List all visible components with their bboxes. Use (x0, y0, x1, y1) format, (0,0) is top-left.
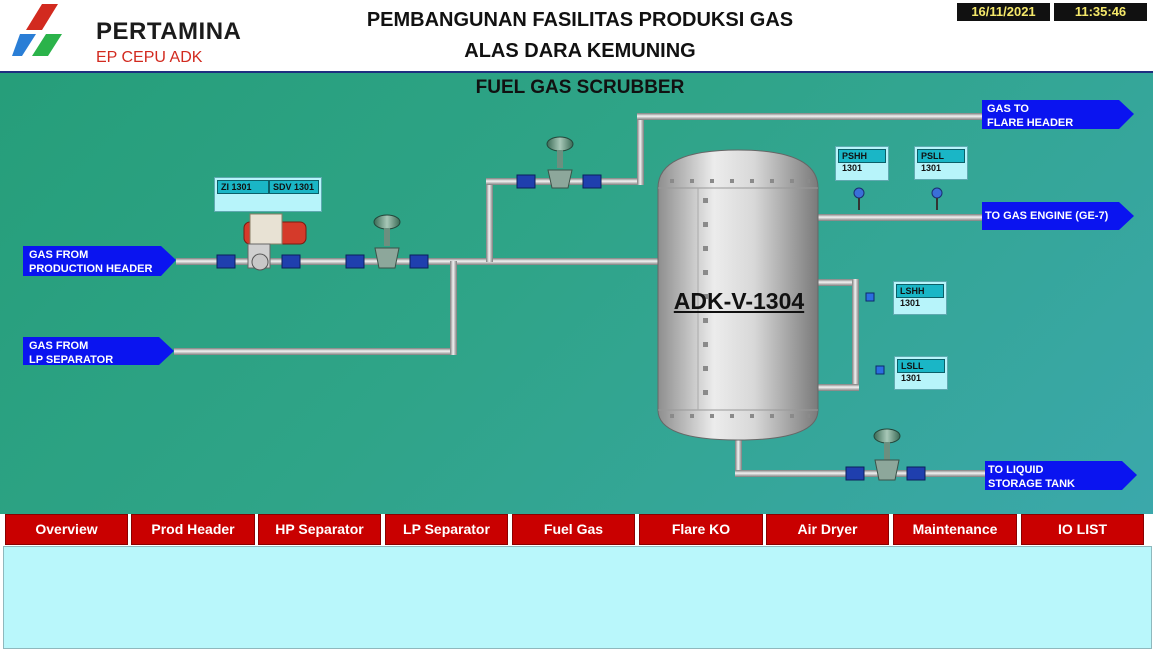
psll-1301-tag: PSLL 1301 (917, 149, 965, 173)
vessel-adk-v-1304[interactable] (657, 149, 819, 441)
nav-maintenance-button[interactable]: Maintenance (893, 514, 1017, 545)
pipe-flanges (216, 174, 926, 481)
sdv-faceplate[interactable]: ZI 1301 SDV 1301 (214, 177, 322, 212)
level-switch-icons (865, 292, 885, 375)
nav-air-dryer-button[interactable]: Air Dryer (766, 514, 889, 545)
pshh-1301-faceplate[interactable]: PSHH 1301 (835, 146, 889, 181)
alarm-panel[interactable] (3, 546, 1152, 649)
page-title-line2: ALAS DARA KEMUNING (464, 40, 696, 62)
pertamina-logo-mark (12, 4, 62, 56)
brand-subtitle: EP CEPU ADK (96, 49, 203, 66)
date-display: 16/11/2021 (957, 3, 1050, 21)
nav-flare-ko-button[interactable]: Flare KO (639, 514, 763, 545)
sdv-1301-tag: SDV 1301 (269, 180, 319, 194)
nav-io-list-button[interactable]: IO LIST (1021, 514, 1144, 545)
stream-label-gas-engine: TO GAS ENGINE (GE-7) (985, 210, 1109, 222)
nav-lp-separator-button[interactable]: LP Separator (385, 514, 508, 545)
pertamina-logo: PERTAMINA EP CEPU ADK (12, 4, 252, 66)
psll-1301-faceplate[interactable]: PSLL 1301 (914, 146, 968, 180)
stream-label-lp-separator: GAS FROM LP SEPARATOR (29, 340, 114, 366)
stream-label-liquid-storage: TO LIQUID STORAGE TANK (988, 464, 1075, 490)
page-title-line1: PEMBANGUNAN FASILITAS PRODUKSI GAS (366, 9, 794, 31)
lshh-1301-faceplate[interactable]: LSHH 1301 (893, 281, 947, 315)
stream-label-flare-header: GAS TO FLARE HEADER (987, 103, 1074, 129)
lshh-1301-tag: LSHH 1301 (896, 284, 944, 308)
control-valve-liquid[interactable] (873, 428, 901, 481)
sdv-1301-valve[interactable] (243, 213, 307, 271)
nav-fuel-gas-button[interactable]: Fuel Gas (512, 514, 635, 545)
pshh-1301-tag: PSHH 1301 (838, 149, 886, 173)
navigation-bar: Overview Prod Header HP Separator LP Sep… (0, 514, 1153, 546)
nav-hp-separator-button[interactable]: HP Separator (258, 514, 381, 545)
nav-prod-header-button[interactable]: Prod Header (131, 514, 255, 545)
control-valve-inlet[interactable] (373, 214, 401, 269)
stream-label-production-header: GAS FROM PRODUCTION HEADER (29, 249, 153, 275)
brand-name: PERTAMINA (96, 18, 242, 45)
screen-title: FUEL GAS SCRUBBER (475, 77, 685, 98)
lsll-1301-faceplate[interactable]: LSLL 1301 (894, 356, 948, 390)
zi-1301-tag: ZI 1301 (217, 180, 269, 194)
lsll-1301-tag: LSLL 1301 (897, 359, 945, 383)
nav-overview-button[interactable]: Overview (5, 514, 128, 545)
header-bar: PERTAMINA EP CEPU ADK PEMBANGUNAN FASILI… (0, 0, 1153, 73)
control-valve-flare[interactable] (546, 136, 574, 189)
process-diagram (23, 100, 1137, 490)
stream-arrows (23, 100, 1137, 490)
pressure-switch-icons (853, 187, 943, 210)
vessel-tag: ADK-V-1304 (673, 288, 805, 314)
time-display: 11:35:46 (1054, 3, 1147, 21)
